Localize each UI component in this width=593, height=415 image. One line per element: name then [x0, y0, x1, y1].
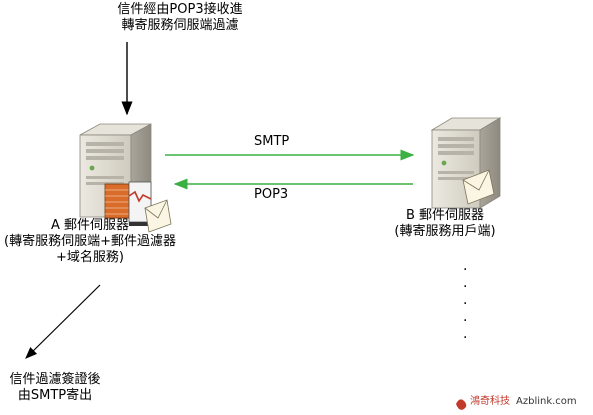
server-b-icon	[430, 117, 502, 209]
server-a-label-line1: A 郵件伺服器	[50, 218, 130, 233]
outgoing-note-line2: 由SMTP寄出	[17, 388, 93, 403]
server-a-label-line2: (轉寄服務伺服端+郵件過濾器	[4, 234, 176, 249]
server-a-label: A 郵件伺服器 (轉寄服務伺服端+郵件過濾器 +域名服務)	[0, 218, 180, 266]
server-b-label-line2: (轉寄服務用戶端)	[394, 224, 496, 239]
watermark-en: Azblink.com	[516, 396, 577, 407]
brand-logo-icon	[456, 399, 467, 410]
outgoing-note-line1: 信件過濾簽證後	[9, 372, 101, 387]
ellipsis-dot: ·	[463, 330, 468, 346]
smtp-label: SMTP	[254, 134, 290, 149]
server-b-label-line1: B 郵件伺服器	[405, 208, 485, 223]
watermark-cn: 鴻奇科技	[470, 396, 510, 407]
firewall-icon	[104, 181, 152, 226]
watermark: 鴻奇科技 Azblink.com	[470, 396, 577, 408]
mail-envelope-b-icon	[462, 169, 495, 205]
ellipsis-dot: ·	[463, 313, 468, 329]
incoming-note-line1: 信件經由POP3接收進	[117, 2, 243, 17]
incoming-note: 信件經由POP3接收進 轉寄服務伺服端過濾	[90, 2, 270, 34]
ellipsis-dot: ·	[463, 279, 468, 295]
incoming-note-line2: 轉寄服務伺服端過濾	[121, 18, 239, 33]
ellipsis-dot: ·	[463, 262, 468, 278]
mail-envelope-icon	[144, 199, 172, 233]
more-servers-ellipsis: · · · · ·	[463, 262, 467, 347]
pop3-label: POP3	[254, 187, 289, 202]
ellipsis-dot: ·	[463, 296, 468, 312]
server-a-label-line3: +域名服務)	[56, 250, 124, 265]
outgoing-arrow	[25, 284, 101, 359]
server-b-label: B 郵件伺服器 (轉寄服務用戶端)	[365, 208, 525, 240]
outgoing-note: 信件過濾簽證後 由SMTP寄出	[0, 372, 110, 404]
